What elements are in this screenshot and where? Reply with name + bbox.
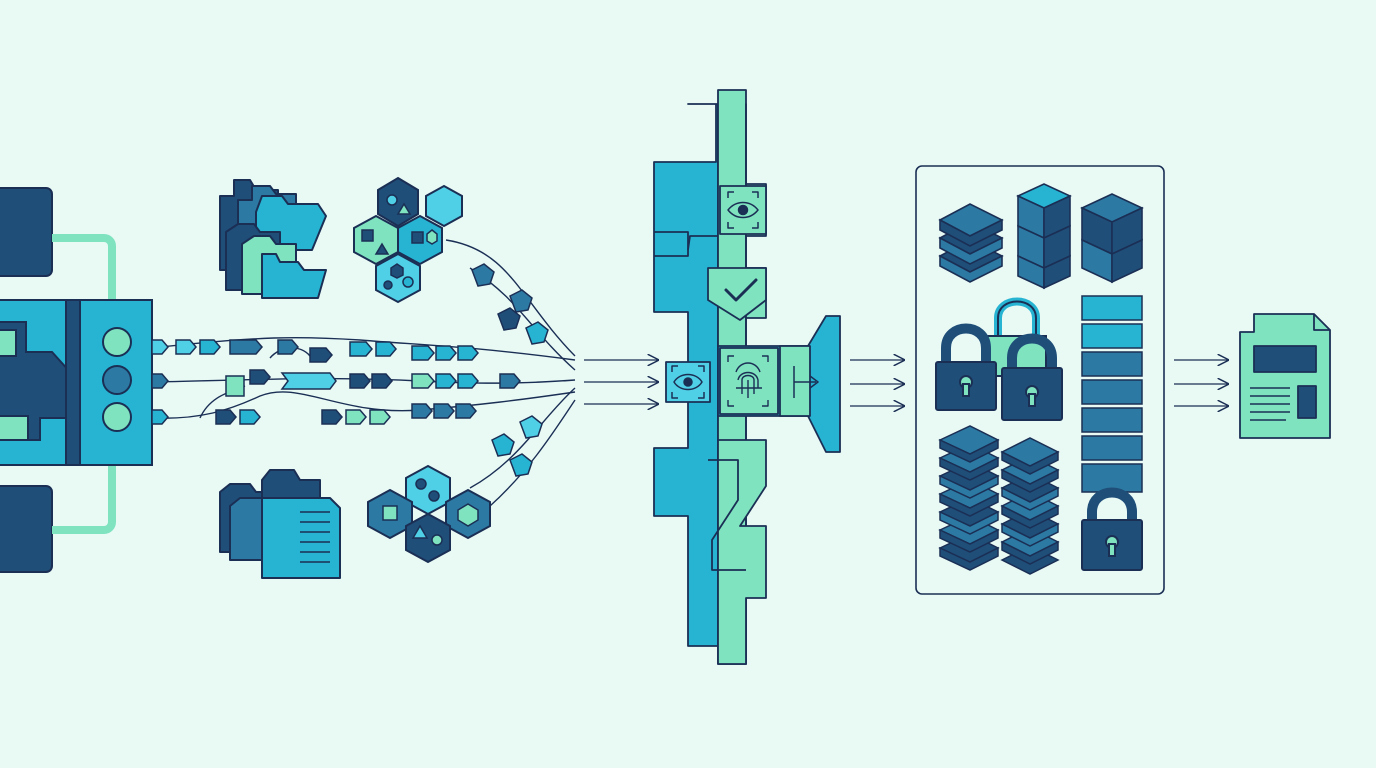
data-packet: [435, 345, 457, 361]
document-lines: [300, 511, 330, 563]
data-packet: [249, 369, 271, 385]
eye-icon: [727, 191, 759, 229]
status-light: [102, 365, 132, 395]
folder-group-bottom: [219, 469, 341, 579]
data-packet: [371, 373, 393, 389]
core-detail: [0, 415, 29, 441]
data-packet: [433, 403, 455, 419]
folder-icon: [261, 253, 327, 299]
source-system: [0, 187, 153, 573]
hexagon-cluster-icon: [367, 464, 491, 564]
data-packet: [151, 373, 169, 389]
arrow-right-icon: [850, 360, 904, 406]
exit-arrow: [793, 366, 819, 398]
data-packet: [229, 339, 263, 355]
data-packet: [491, 433, 515, 457]
data-packet: [309, 347, 333, 363]
arrow-right-icon: [1174, 360, 1228, 406]
checkmark-panel: [707, 267, 767, 321]
data-packet: [151, 339, 169, 355]
data-packet: [349, 373, 371, 389]
checkmark-icon: [724, 278, 758, 302]
gateway-seam: [687, 235, 718, 251]
data-packet: [509, 453, 533, 477]
gateway-wall: [717, 439, 767, 665]
data-packet: [349, 341, 373, 357]
document-lines: [1250, 387, 1290, 421]
data-packet: [457, 345, 479, 361]
hexagon-cluster-icon: [353, 176, 463, 304]
data-packet: [321, 409, 343, 425]
data-packet: [239, 409, 261, 425]
gateway-seam: [708, 459, 746, 571]
status-light: [102, 327, 132, 357]
padlock-icon: [935, 323, 997, 411]
core-divider: [65, 299, 81, 466]
padlock-icon: [1081, 487, 1143, 571]
scanner-door-panel: [779, 345, 811, 417]
data-packet: [225, 375, 245, 397]
database-stack-icon: [938, 203, 1004, 283]
data-packet: [280, 372, 337, 390]
data-packet: [199, 339, 221, 355]
database-stack-icon: [1000, 437, 1060, 575]
connector-pipe: [52, 234, 116, 302]
data-packet: [455, 403, 477, 419]
scanner-door: [807, 315, 841, 453]
database-stack-icon: [1016, 183, 1072, 290]
data-packet: [435, 373, 457, 389]
hexagon-glyphs: [382, 478, 479, 546]
data-packet: [497, 307, 521, 331]
data-packet: [411, 373, 435, 389]
data-packet: [411, 403, 433, 419]
status-light: [102, 402, 132, 432]
storage-rack: [1081, 295, 1143, 493]
core-detail: [0, 329, 17, 357]
data-packet: [509, 289, 533, 313]
connector-pipe: [52, 462, 116, 534]
folder-group-top: [219, 179, 327, 299]
data-packet: [499, 373, 521, 389]
database-stack-icon: [1080, 193, 1144, 284]
secure-storage-frame: [915, 165, 1165, 595]
gateway-wall: [653, 103, 719, 647]
hexagon-glyphs: [361, 194, 438, 290]
data-packet: [411, 345, 435, 361]
data-packet: [471, 263, 495, 287]
document-icon: [1239, 313, 1331, 439]
data-packet: [375, 341, 397, 357]
data-packet: [215, 409, 237, 425]
data-packet: [345, 409, 367, 425]
padlock-icon: [1001, 333, 1063, 421]
data-packets: [151, 263, 549, 477]
server-block-icon: [0, 187, 53, 277]
fingerprint-icon: [727, 355, 769, 407]
data-packet: [457, 373, 479, 389]
data-packet: [525, 321, 549, 345]
database-stack-icon: [938, 425, 1000, 571]
arrow-right-icon: [584, 360, 658, 404]
server-block-icon: [0, 485, 53, 573]
data-packet: [175, 339, 197, 355]
eye-icon: [671, 365, 705, 399]
data-packet: [151, 409, 169, 425]
folder-icon: [261, 497, 341, 579]
security-gateway-icon: [653, 89, 841, 665]
data-packet: [277, 339, 299, 355]
data-packet: [369, 409, 391, 425]
data-packet: [519, 415, 543, 439]
